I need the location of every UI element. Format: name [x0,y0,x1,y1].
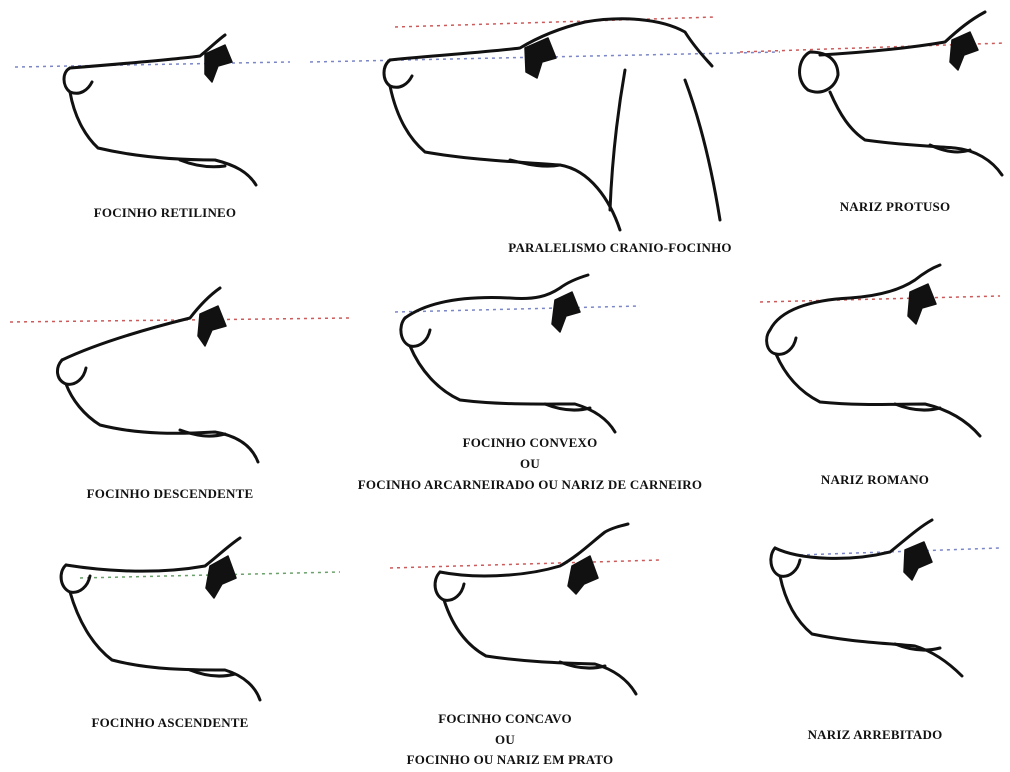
dog-head-drawing [64,35,256,185]
figure-focinho-descendente [10,288,350,462]
label-ou-2: OU [475,732,535,748]
reference-line [15,62,290,67]
label-focinho-arcarneirado: FOCINHO ARCARNEIRADO OU NARIZ DE CARNEIR… [310,477,750,493]
label-focinho-ascendente: FOCINHO ASCENDENTE [60,715,280,731]
figure-focinho-retilineo [15,35,290,185]
dog-head-drawing [57,288,258,462]
figure-nariz-romano [760,265,1000,436]
label-focinho-concavo: FOCINHO CONCAVO [410,711,600,727]
label-nariz-romano: NARIZ ROMANO [800,472,950,488]
figure-nariz-arrebitado [771,520,1000,676]
figure-focinho-concavo [390,524,660,694]
label-paralelismo-cranio-focinho: PARALELISMO CRANIO-FOCINHO [440,240,800,256]
reference-line [395,306,640,312]
label-focinho-retilineo: FOCINHO RETILINEO [60,205,270,221]
label-focinho-convexo: FOCINHO CONVEXO [440,435,620,451]
dog-head-drawing [401,275,615,432]
dog-head-drawing [435,524,636,694]
dog-head-drawing [800,12,1002,175]
label-focinho-descendente: FOCINHO DESCENDENTE [50,486,290,502]
label-ou-1: OU [500,456,560,472]
dog-head-drawing [384,19,720,230]
dog-head-drawing [61,538,260,700]
figure-paralelismo [310,17,780,230]
label-nariz-protuso: NARIZ PROTUSO [820,199,970,215]
reference-line [760,296,1000,302]
reference-line [390,560,660,568]
reference-line [800,548,1000,555]
figure-nariz-protuso [740,12,1005,175]
dog-head-drawing [767,265,980,436]
figure-focinho-ascendente [61,538,340,700]
dog-head-drawing [771,520,962,676]
label-focinho-ou-nariz-em-prato: FOCINHO OU NARIZ EM PRATO [355,752,665,768]
label-nariz-arrebitado: NARIZ ARREBITADO [780,727,970,743]
figure-focinho-convexo [395,275,640,432]
